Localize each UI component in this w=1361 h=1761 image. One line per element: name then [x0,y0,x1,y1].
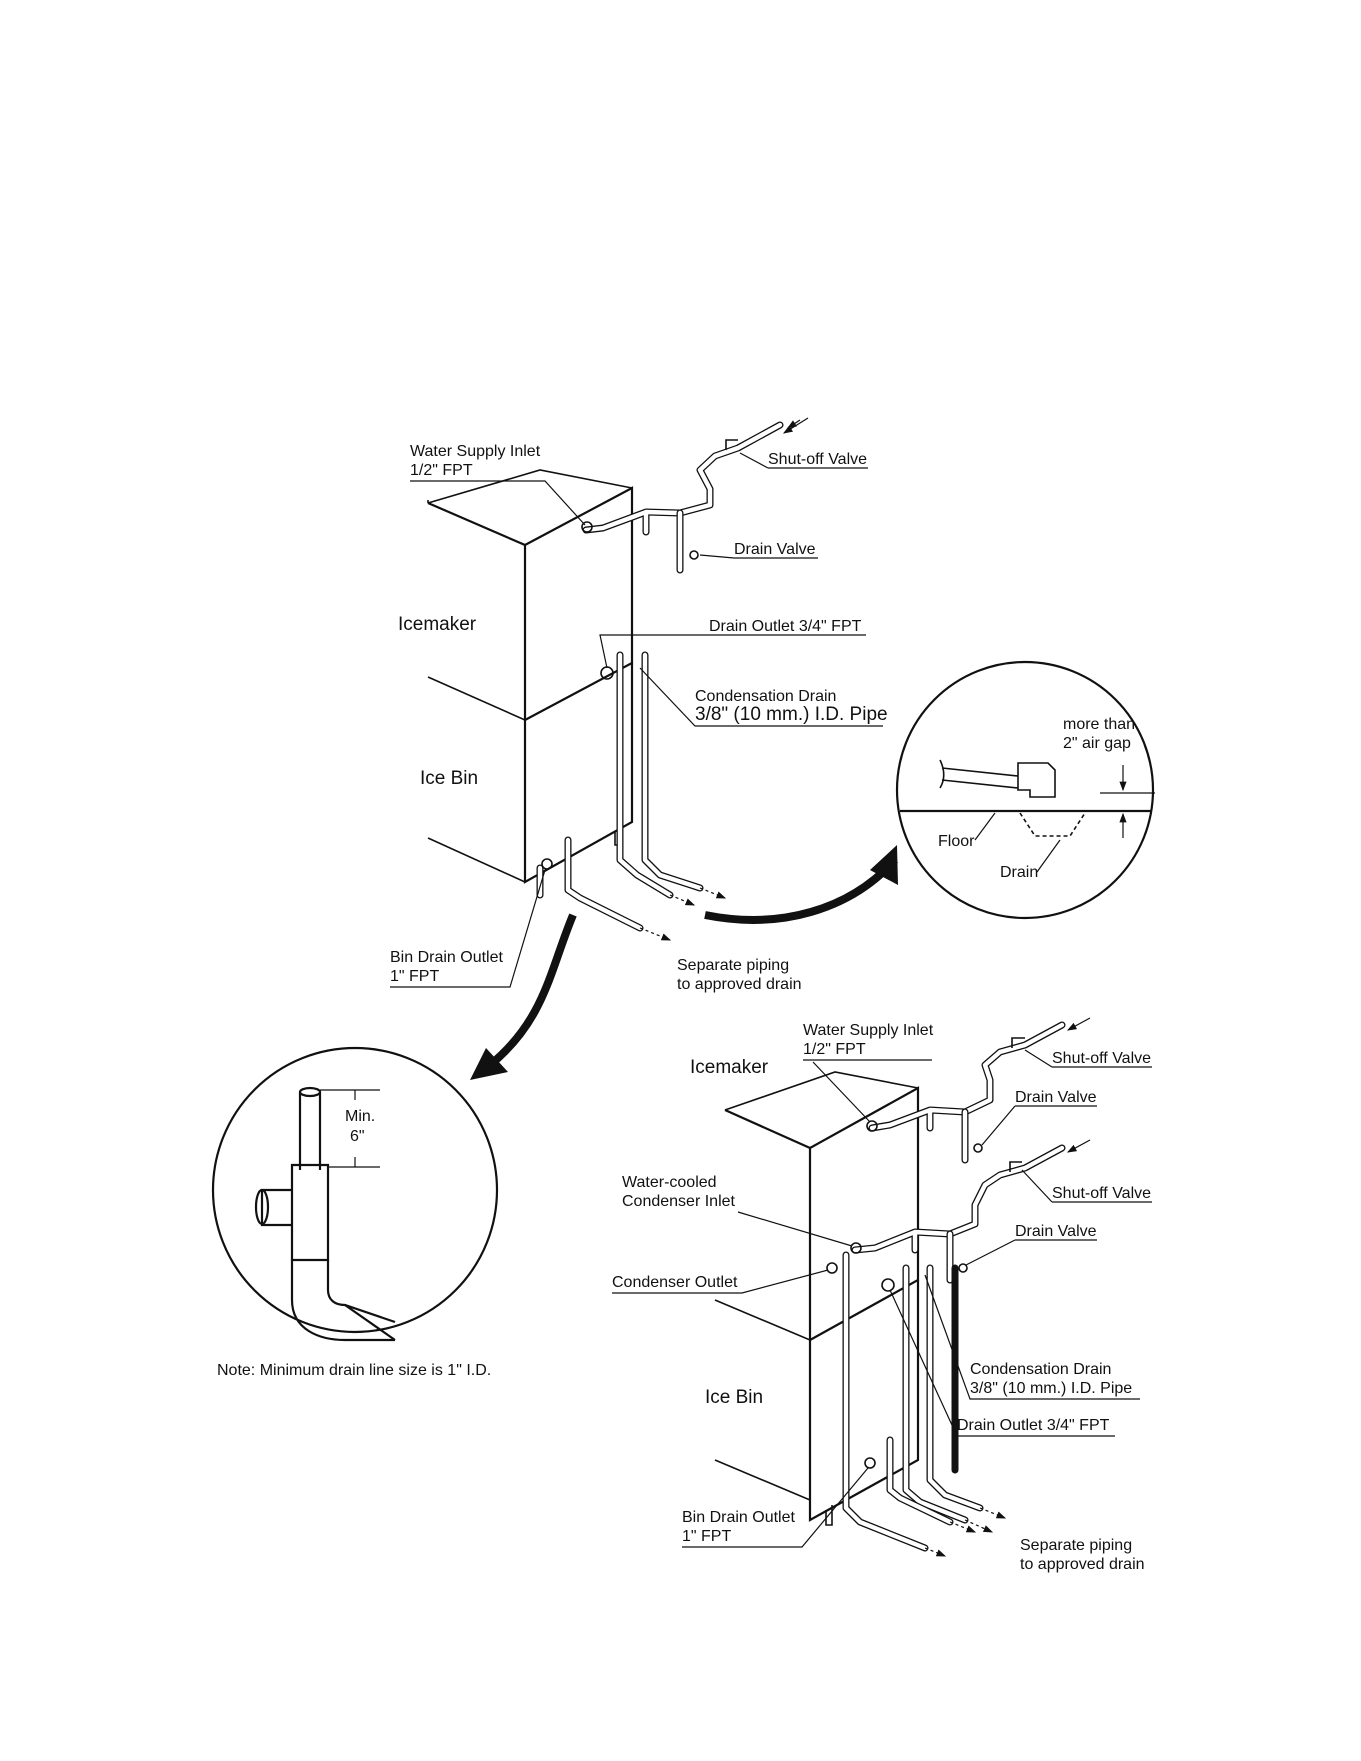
bottom-separate-piping-line1: Separate piping [1020,1537,1132,1554]
bottom-bin-drain-outlet-line1: Bin Drain Outlet [682,1509,795,1526]
bottom-separate-piping-line2: to approved drain [1020,1556,1145,1573]
top-icemaker-box [427,486,634,721]
top-condensation-drain-line2: 3/8" (10 mm.) I.D. Pipe [695,704,888,725]
top-labels: Water Supply Inlet 1/2" FPT Shut-off Val… [390,443,888,993]
air-gap-detail: more than 2" air gap Floor Drain [895,660,1155,920]
top-icemaker-label: Icemaker [398,614,477,635]
bottom-drain-valve-1-label: Drain Valve [1015,1089,1097,1106]
floor-label: Floor [938,833,975,850]
top-separate-piping-line1: Separate piping [677,957,789,974]
top-water-supply-inlet-line2: 1/2" FPT [410,462,473,479]
bottom-drain-valve-2-label: Drain Valve [1015,1223,1097,1240]
bottom-ice-bin-label: Ice Bin [705,1387,763,1408]
bottom-shutoff-valve-1-label: Shut-off Valve [1052,1050,1151,1067]
top-shutoff-valve-label: Shut-off Valve [768,451,867,468]
bottom-ice-bin-box [808,1280,920,1522]
top-bin-drain-outlet-line2: 1" FPT [390,968,439,985]
bottom-water-supply-inlet-line1: Water Supply Inlet [803,1022,934,1039]
min-drain-note: Note: Minimum drain line size is 1" I.D. [217,1362,491,1379]
min-detail-circle [211,1046,499,1334]
air-gap-label-line1: more than [1063,716,1135,733]
bottom-condensation-drain-line1: Condensation Drain [970,1361,1111,1378]
top-separate-piping-line2: to approved drain [677,976,802,993]
min-label-line2: 6" [350,1128,365,1145]
top-unit [427,417,898,1080]
bottom-unit [714,1017,1091,1557]
top-condensation-drain-line1: Condensation Drain [695,688,836,705]
top-ice-bin-box [523,663,634,884]
bottom-icemaker-box [724,1086,920,1341]
air-gap-detail-circle [895,660,1155,920]
top-drain-outlet-label: Drain Outlet 3/4" FPT [709,618,862,635]
condenser-inlet-line1: Water-cooled [622,1174,717,1191]
top-water-supply-inlet-line1: Water Supply Inlet [410,443,541,460]
condenser-outlet-label: Condenser Outlet [612,1274,738,1291]
bottom-bin-drain-outlet-line2: 1" FPT [682,1528,731,1545]
condenser-inlet-line2: Condenser Inlet [622,1193,736,1210]
min-detail: Min. 6" Note: Minimum drain line size is… [211,1046,499,1379]
drain-label: Drain [1000,864,1038,881]
bottom-water-supply-inlet-line2: 1/2" FPT [803,1041,866,1058]
top-bin-drain-outlet-line1: Bin Drain Outlet [390,949,503,966]
bottom-icemaker-label: Icemaker [690,1057,769,1078]
top-drain-valve-label: Drain Valve [734,541,816,558]
floor-drain [1019,812,1086,837]
bottom-condensation-drain-line2: 3/8" (10 mm.) I.D. Pipe [970,1380,1132,1397]
min-label-line1: Min. [345,1108,375,1125]
bottom-shutoff-valve-2-label: Shut-off Valve [1052,1185,1151,1202]
air-gap-label-line2: 2" air gap [1063,735,1131,752]
bottom-labels: Water Supply Inlet 1/2" FPT Icemaker Shu… [612,1022,1152,1573]
bottom-drain-outlet-label: Drain Outlet 3/4" FPT [957,1417,1110,1434]
top-ice-bin-label: Ice Bin [420,768,478,789]
